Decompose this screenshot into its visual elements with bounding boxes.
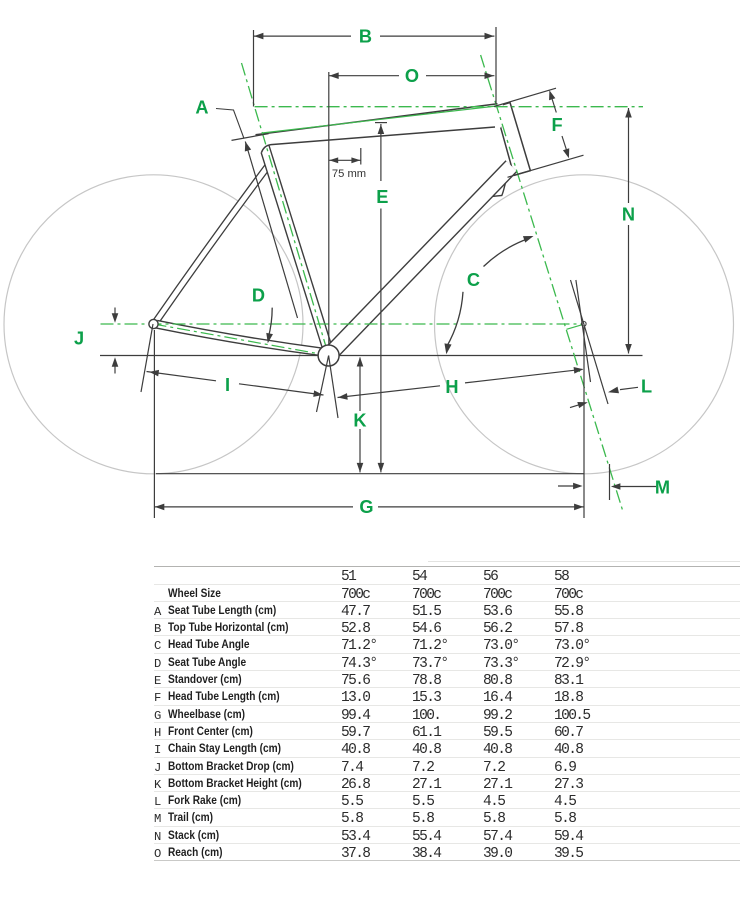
svg-text:O: O <box>405 66 419 86</box>
svg-text:H: H <box>445 377 458 397</box>
svg-text:I: I <box>225 375 230 395</box>
svg-text:A: A <box>195 98 208 118</box>
svg-text:B: B <box>359 27 372 47</box>
svg-text:G: G <box>359 497 373 517</box>
svg-text:D: D <box>252 286 265 306</box>
svg-text:L: L <box>641 377 652 397</box>
svg-text:75 mm: 75 mm <box>332 168 366 180</box>
svg-text:E: E <box>376 187 388 207</box>
svg-text:K: K <box>353 411 366 431</box>
svg-text:C: C <box>467 270 480 290</box>
svg-text:M: M <box>655 477 670 497</box>
svg-text:F: F <box>551 115 562 135</box>
svg-text:J: J <box>74 329 84 349</box>
svg-text:N: N <box>622 205 635 225</box>
